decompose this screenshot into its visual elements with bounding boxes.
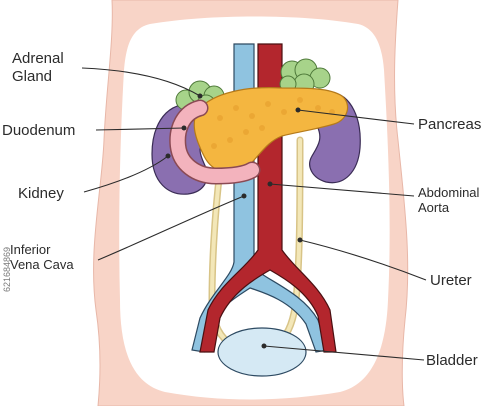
abdominal-aorta <box>199 43 337 353</box>
leader-kidney <box>83 155 169 193</box>
leader-adrenal <box>81 67 201 97</box>
label-adrenal-gland-line1: Adrenal <box>12 50 64 67</box>
label-inferior-vena-cava-line2: Vena Cava <box>10 257 74 272</box>
leader-dots <box>165 93 303 349</box>
label-duodenum: Duodenum <box>2 122 76 139</box>
leader-lines <box>81 67 427 361</box>
label-adrenal-gland-line2: Gland <box>12 68 53 85</box>
ureter-left-inner <box>209 168 230 344</box>
label-inferior-vena-cava-line1: Inferior <box>10 242 51 257</box>
label-abdominal-aorta-line2: Aorta <box>418 200 450 215</box>
label-bladder: Bladder <box>426 352 478 369</box>
stock-image-id: 621684869 <box>2 246 12 292</box>
bladder <box>217 327 307 377</box>
label-pancreas: Pancreas <box>418 116 482 133</box>
leader-ureter <box>299 239 427 281</box>
label-abdominal-aorta-line1: Abdominal <box>418 185 480 200</box>
leader-duodenum <box>95 127 185 131</box>
label-ureter: Ureter <box>430 272 472 289</box>
duodenum-fill <box>170 101 259 184</box>
leader-ivc <box>97 195 245 261</box>
label-kidney: Kidney <box>18 185 64 202</box>
leader-bladder <box>263 345 425 361</box>
pancreas-texture <box>211 97 335 149</box>
leader-aorta <box>269 183 415 197</box>
leader-pancreas <box>297 109 415 125</box>
pancreas <box>193 87 349 174</box>
